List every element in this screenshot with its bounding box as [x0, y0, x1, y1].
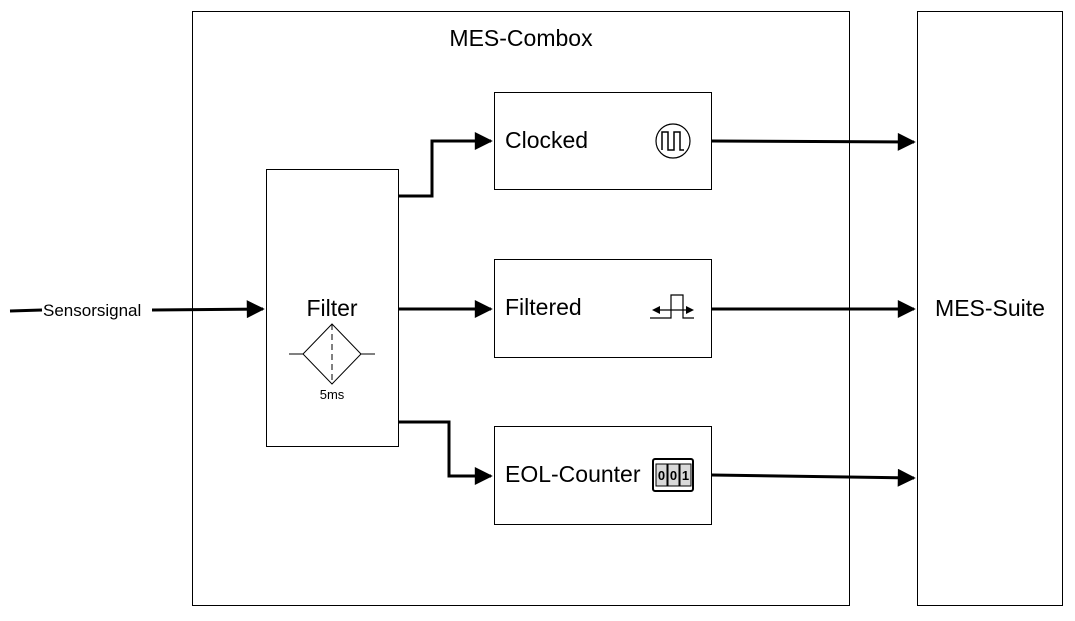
filter-delay-label: 5ms — [320, 387, 345, 402]
filtered-block — [494, 259, 712, 358]
counter-digit: 1 — [682, 468, 689, 483]
mes-suite-box — [917, 11, 1063, 606]
clocked-to-suite-arrow — [711, 132, 916, 151]
input-arrow — [151, 300, 265, 319]
filter-to-eol-counter-arrow — [398, 420, 493, 485]
counter-digit: 0 — [658, 468, 665, 483]
clocked-label: Clocked — [505, 127, 588, 153]
mes-suite-label: MES-Suite — [935, 295, 1045, 321]
eol-counter-label: EOL-Counter — [505, 461, 641, 487]
filter-to-clocked-arrow — [398, 132, 493, 198]
input-wire-left — [9, 308, 43, 313]
sensorsignal-label: Sensorsignal — [43, 301, 141, 320]
filtered-label: Filtered — [505, 294, 582, 320]
mes-combox-title: MES-Combox — [449, 25, 593, 51]
pulse-width-icon — [650, 294, 694, 319]
filter-block — [266, 169, 399, 447]
eol-counter-to-suite-arrow — [711, 468, 916, 487]
counter-icon: 0 0 1 — [652, 458, 694, 492]
filter-label: Filter — [306, 295, 357, 321]
filter-symbol-icon — [289, 323, 375, 385]
counter-digit: 0 — [670, 468, 677, 483]
clock-pulse-icon — [655, 123, 691, 159]
